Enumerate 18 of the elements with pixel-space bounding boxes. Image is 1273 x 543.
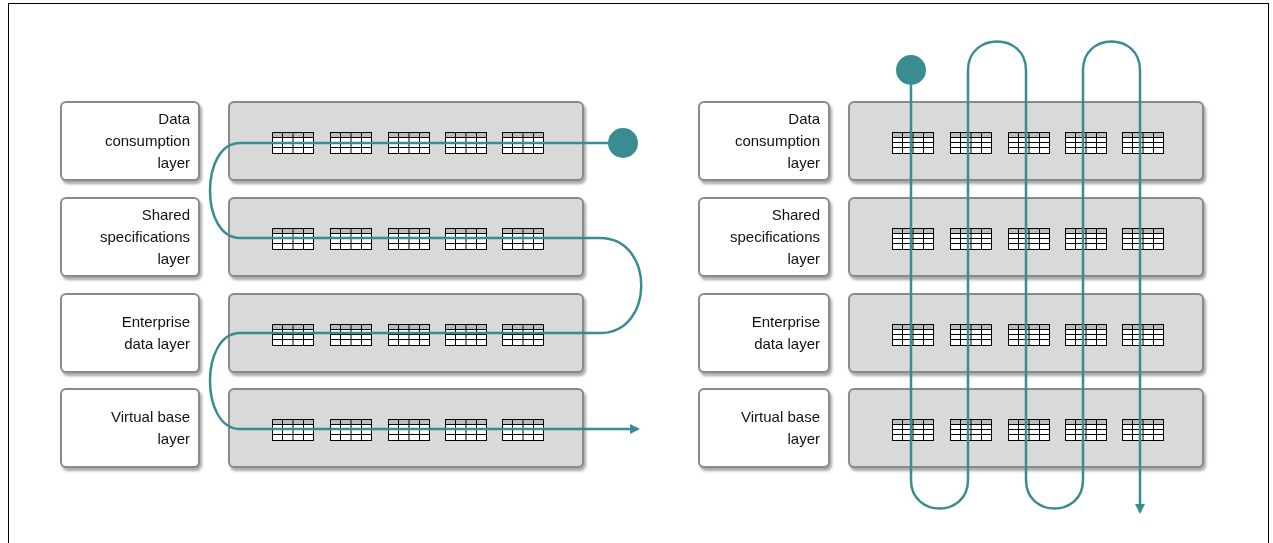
layer-label: Virtual base layer (740, 407, 820, 449)
layer-bar (228, 197, 584, 277)
layer-bar (848, 101, 1204, 181)
layer-bar (228, 388, 584, 468)
layer-bar (228, 293, 584, 373)
layer-label: Virtual base layer (110, 407, 190, 449)
layer-bar (228, 101, 584, 181)
layer-bar (848, 293, 1204, 373)
layer-bar (848, 388, 1204, 468)
layer-label: Data consumption layer (103, 109, 190, 173)
layer-label: Enterprise data layer (120, 312, 190, 354)
layer-label: Shared specifications layer (98, 205, 190, 269)
flow-arrow (209, 141, 642, 434)
layer-label: Enterprise data layer (750, 312, 820, 354)
layer-label: Data consumption layer (733, 109, 820, 173)
layer-bar (848, 197, 1204, 277)
layer-label: Shared specifications layer (728, 205, 820, 269)
flow-arrow (909, 40, 1145, 514)
